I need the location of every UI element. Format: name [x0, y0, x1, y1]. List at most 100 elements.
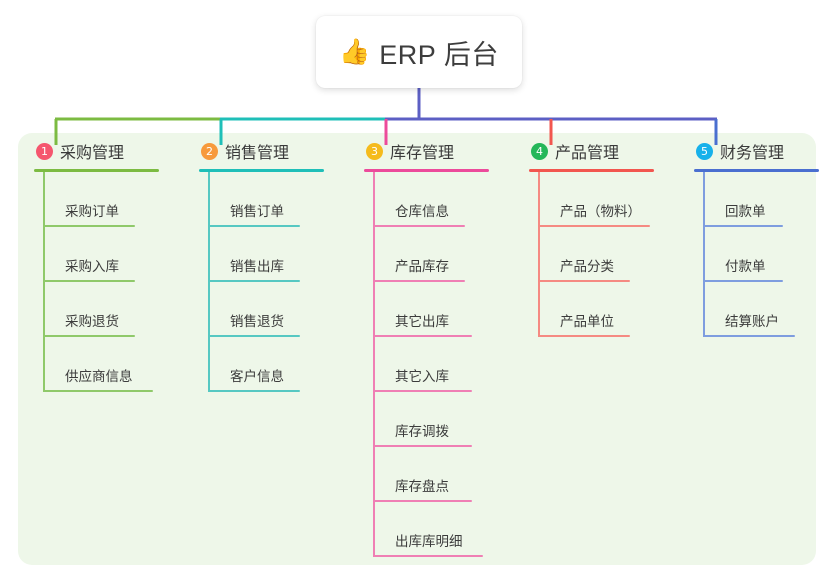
- leaf-item[interactable]: 回款单: [703, 172, 839, 227]
- leaf-label: 产品库存: [395, 259, 449, 274]
- leaf-label: 采购订单: [65, 204, 119, 219]
- leaf-rule: [373, 225, 465, 227]
- leaf-list-purchase: 采购订单采购入库采购退货供应商信息: [43, 172, 183, 392]
- leaf-item[interactable]: 采购入库: [43, 227, 183, 282]
- leaf-rule: [373, 390, 472, 392]
- column-title-purchase: 采购管理: [60, 145, 125, 162]
- leaf-label: 销售退货: [230, 314, 284, 329]
- leaf-rule: [373, 555, 483, 557]
- leaf-label: 采购退货: [65, 314, 119, 329]
- root-title: ERP 后台: [379, 39, 499, 70]
- column-rule-sales: [199, 169, 324, 172]
- leaf-list-sales: 销售订单销售出库销售退货客户信息: [208, 172, 348, 392]
- column-rule-finance: [694, 169, 819, 172]
- column-title-inventory: 库存管理: [390, 145, 455, 162]
- leaf-list-finance: 回款单付款单结算账户: [703, 172, 839, 337]
- leaf-label: 客户信息: [230, 369, 284, 384]
- column-title-finance: 财务管理: [720, 145, 785, 162]
- leaf-item[interactable]: 付款单: [703, 227, 839, 282]
- column-header-sales[interactable]: 2 销售管理: [183, 133, 348, 169]
- column-badge-sales: 2: [201, 142, 218, 160]
- leaf-label: 采购入库: [65, 259, 119, 274]
- leaf-label: 产品分类: [560, 259, 614, 274]
- column-purchase: 1 采购管理采购订单采购入库采购退货供应商信息: [18, 133, 183, 392]
- leaf-rule: [538, 280, 630, 282]
- leaf-rule: [538, 335, 630, 337]
- column-inventory: 3 库存管理仓库信息产品库存其它出库其它入库库存调拨库存盘点出库库明细: [348, 133, 513, 557]
- leaf-rule: [373, 280, 465, 282]
- leaf-label: 出库库明细: [395, 534, 463, 549]
- leaf-item[interactable]: 库存调拨: [373, 392, 513, 447]
- leaf-label: 仓库信息: [395, 204, 449, 219]
- column-container: 1 采购管理采购订单采购入库采购退货供应商信息 2 销售管理销售订单销售出库销售退货客…: [18, 133, 819, 565]
- leaf-label: 结算账户: [725, 314, 779, 329]
- leaf-item[interactable]: 库存盘点: [373, 447, 513, 502]
- leaf-item[interactable]: 其它出库: [373, 282, 513, 337]
- leaf-spine-product: [538, 172, 540, 337]
- leaf-item[interactable]: 销售出库: [208, 227, 348, 282]
- leaf-spine-purchase: [43, 172, 45, 392]
- leaf-item[interactable]: 仓库信息: [373, 172, 513, 227]
- column-badge-inventory: 3: [366, 142, 383, 160]
- leaf-label: 库存盘点: [395, 479, 449, 494]
- column-finance: 5 财务管理回款单付款单结算账户: [678, 133, 839, 337]
- leaf-rule: [373, 500, 472, 502]
- leaf-label: 付款单: [725, 259, 766, 274]
- leaf-item[interactable]: 产品（物料）: [538, 172, 678, 227]
- column-header-finance[interactable]: 5 财务管理: [678, 133, 839, 169]
- leaf-item[interactable]: 产品单位: [538, 282, 678, 337]
- column-title-sales: 销售管理: [225, 145, 290, 162]
- column-rule-purchase: [34, 169, 159, 172]
- column-badge-purchase: 1: [36, 142, 53, 160]
- leaf-item[interactable]: 其它入库: [373, 337, 513, 392]
- column-badge-finance: 5: [696, 142, 713, 160]
- column-header-inventory[interactable]: 3 库存管理: [348, 133, 513, 169]
- leaf-rule: [538, 225, 650, 227]
- leaf-rule: [703, 225, 783, 227]
- column-rule-product: [529, 169, 654, 172]
- leaf-item[interactable]: 产品分类: [538, 227, 678, 282]
- leaf-rule: [373, 335, 472, 337]
- leaf-label: 销售订单: [230, 204, 284, 219]
- column-header-purchase[interactable]: 1 采购管理: [18, 133, 183, 169]
- leaf-item[interactable]: 采购订单: [43, 172, 183, 227]
- leaf-label: 其它入库: [395, 369, 449, 384]
- leaf-rule: [43, 225, 135, 227]
- leaf-item[interactable]: 结算账户: [703, 282, 839, 337]
- leaf-rule: [208, 335, 300, 337]
- leaf-spine-inventory: [373, 172, 375, 557]
- leaf-item[interactable]: 销售订单: [208, 172, 348, 227]
- leaf-label: 回款单: [725, 204, 766, 219]
- diagram-panel-background: [18, 133, 816, 565]
- thumbs-up-icon: 👍: [339, 37, 371, 66]
- leaf-label: 产品单位: [560, 314, 614, 329]
- leaf-list-product: 产品（物料） 产品分类产品单位: [538, 172, 678, 337]
- leaf-label: 供应商信息: [65, 369, 133, 384]
- leaf-rule: [703, 280, 783, 282]
- leaf-item[interactable]: 销售退货: [208, 282, 348, 337]
- leaf-rule: [43, 390, 153, 392]
- leaf-rule: [703, 335, 795, 337]
- leaf-item[interactable]: 供应商信息: [43, 337, 183, 392]
- leaf-label: 库存调拨: [395, 424, 449, 439]
- leaf-label: 销售出库: [230, 259, 284, 274]
- leaf-spine-sales: [208, 172, 210, 392]
- leaf-item[interactable]: 产品库存: [373, 227, 513, 282]
- root-node[interactable]: 👍 ERP 后台: [316, 16, 522, 88]
- leaf-list-inventory: 仓库信息产品库存其它出库其它入库库存调拨库存盘点出库库明细: [373, 172, 513, 557]
- leaf-rule: [208, 390, 300, 392]
- leaf-spine-finance: [703, 172, 705, 337]
- column-badge-product: 4: [531, 142, 548, 160]
- leaf-item[interactable]: 出库库明细: [373, 502, 513, 557]
- leaf-rule: [208, 280, 300, 282]
- leaf-item[interactable]: 客户信息: [208, 337, 348, 392]
- leaf-rule: [373, 445, 472, 447]
- leaf-item[interactable]: 采购退货: [43, 282, 183, 337]
- leaf-label: 其它出库: [395, 314, 449, 329]
- column-sales: 2 销售管理销售订单销售出库销售退货客户信息: [183, 133, 348, 392]
- column-rule-inventory: [364, 169, 489, 172]
- leaf-rule: [208, 225, 300, 227]
